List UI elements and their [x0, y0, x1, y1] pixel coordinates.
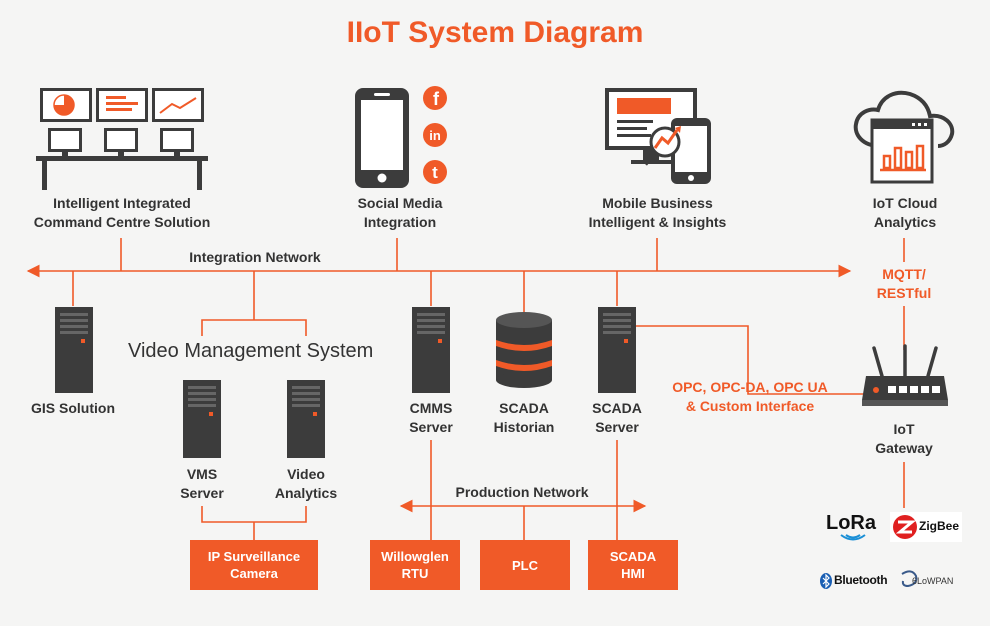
facebook-icon: [423, 86, 447, 110]
integration-network-label: Integration Network: [189, 249, 321, 265]
sixlowpan-text: 6LoWPAN: [912, 576, 954, 586]
opc-interface-label: OPC, OPC-DA, OPC UA& Custom Interface: [672, 379, 828, 414]
linkedin-icon: [423, 123, 447, 147]
zigbee-icon: [893, 515, 917, 539]
cloud-chart-icon: [853, 90, 955, 184]
lora-text: LoRa: [826, 512, 876, 534]
tumblr-icon: [423, 160, 447, 184]
plc-box: PLC: [480, 540, 570, 590]
vms-server-icon: [183, 380, 221, 458]
bluetooth-logo: Bluetooth: [820, 572, 890, 590]
gis-solution-label: GIS Solution: [31, 400, 115, 416]
lora-logo: LoRa: [826, 510, 886, 544]
scada-server-icon: [598, 307, 636, 393]
cmms-server-icon: [412, 307, 450, 393]
router-icon: [862, 344, 948, 406]
monitor-wall-icon: [36, 88, 208, 190]
zigbee-logo: ZigBee: [890, 512, 962, 542]
diagram-title: IIoT System Diagram: [346, 16, 644, 49]
database-icon: [496, 312, 552, 388]
facebook-badge: f: [433, 89, 440, 109]
bluetooth-text: Bluetooth: [834, 573, 888, 587]
bluetooth-icon: [820, 573, 832, 589]
gis-server-icon: [55, 307, 93, 393]
video-management-system-label: Video Management System: [128, 340, 374, 362]
production-network-label: Production Network: [455, 484, 589, 500]
zigbee-text: ZigBee: [919, 519, 960, 533]
swirl-icon: [901, 570, 918, 588]
mqtt-restful-label: MQTT/RESTful: [876, 266, 932, 301]
tumblr-badge: t: [432, 163, 438, 182]
smartphone-social-icon: f in t: [355, 86, 447, 188]
analytics-devices-icon: [605, 88, 711, 184]
signal-waves-icon: [840, 534, 866, 541]
video-analytics-server-icon: [287, 380, 325, 458]
sixlowpan-logo: 6LoWPAN: [898, 568, 962, 590]
linkedin-badge: in: [429, 128, 441, 143]
